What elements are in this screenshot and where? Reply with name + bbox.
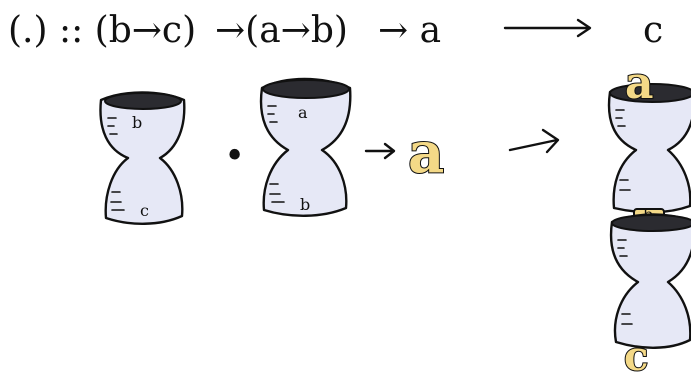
- signature-second-arg: →(a→b): [215, 10, 348, 51]
- cup-middle-output-label: b: [300, 195, 310, 214]
- result-stack: a b c: [607, 57, 691, 375]
- compose-dot: •: [224, 136, 245, 177]
- signature-result-type: c: [643, 10, 663, 51]
- cup-left-output-label: c: [140, 201, 149, 220]
- type-signature: (.) :: (b→c) →(a→b) → a c: [8, 10, 663, 51]
- cup-left-input-label: b: [132, 113, 142, 132]
- signature-input-type: → a: [378, 10, 441, 51]
- apply-arrow: [364, 142, 396, 160]
- signature-compose-part: (.) :: (b→c): [8, 10, 196, 51]
- cup-function-b-to-c: b c: [99, 91, 186, 225]
- cup-function-a-to-b: a b: [259, 77, 352, 217]
- result-arrow: [508, 128, 560, 154]
- result-top-value: a: [625, 58, 654, 109]
- cup-middle-input-label: a: [298, 103, 308, 122]
- signature-long-arrow: [503, 18, 592, 38]
- result-bottom-value: c: [624, 333, 648, 375]
- input-value-a: a: [408, 120, 444, 186]
